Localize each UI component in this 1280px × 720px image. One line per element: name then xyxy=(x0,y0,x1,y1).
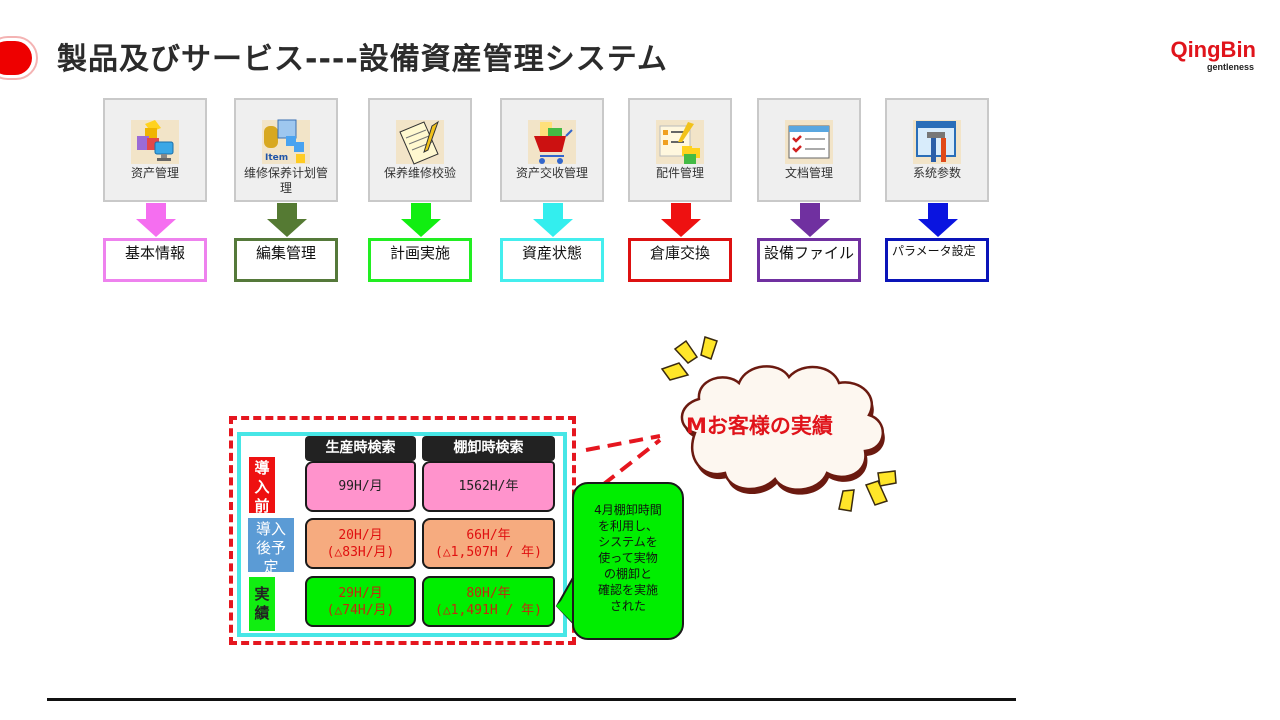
category-box: 編集管理 xyxy=(234,238,338,282)
cloud-bubble xyxy=(660,336,897,512)
footer-divider xyxy=(47,698,1016,701)
document-checklist-icon xyxy=(783,118,835,166)
module-tile[interactable]: 资产交收管理 xyxy=(500,98,604,202)
module-tile[interactable]: 资产管理 xyxy=(103,98,207,202)
result-cell: 1562H/年 xyxy=(422,461,555,512)
module-label: 系统参数 xyxy=(912,166,961,180)
down-arrow-icon xyxy=(533,203,573,237)
down-arrow-icon xyxy=(136,203,176,237)
callout-line: システムを xyxy=(598,535,658,549)
callout-line: の棚卸と xyxy=(603,567,652,581)
module-tile[interactable]: 保养维修校验 xyxy=(368,98,472,202)
callout-note: 4月棚卸時間を利用し、システムを使って実物の棚卸と確認を実施された xyxy=(572,482,684,640)
category-box: 計画実施 xyxy=(368,238,472,282)
callout-line: 4月棚卸時間 xyxy=(594,503,662,517)
row-label-line: 導 xyxy=(254,459,270,477)
svg-text:Item: Item xyxy=(265,153,288,163)
result-delta: (△74H/月) xyxy=(326,602,395,618)
row-label-line: 前 xyxy=(254,497,270,515)
page-title: 製品及びサービス----設備資産管理システム xyxy=(57,42,668,77)
callout-line: 使って実物 xyxy=(598,551,658,565)
row-label-line: 導入 xyxy=(255,520,286,538)
item-database-plan-icon: Item xyxy=(260,118,312,166)
down-arrow-icon xyxy=(401,203,441,237)
row-label: 導入前 xyxy=(249,457,275,515)
result-cell: 80H/年(△1,491H / 年) xyxy=(422,576,555,627)
category-box: 倉庫交換 xyxy=(628,238,732,282)
down-arrow-icon xyxy=(661,203,701,237)
row-label-line: 定 xyxy=(263,558,279,576)
title-marker xyxy=(0,36,38,80)
result-delta: (△1,491H / 年) xyxy=(435,602,542,618)
connector-dashed-line xyxy=(585,434,661,452)
result-cell: 66H/年(△1,507H / 年) xyxy=(422,518,555,569)
tools-window-icon xyxy=(911,118,963,166)
asset-cubes-computer-icon xyxy=(129,118,181,166)
burst-line xyxy=(864,480,889,506)
module-label: 保养维修校验 xyxy=(383,166,456,180)
callout-line: された xyxy=(609,599,646,613)
burst-line xyxy=(673,339,699,364)
company-logo: QingBin gentleness xyxy=(1156,37,1256,73)
burst-line xyxy=(838,489,855,512)
result-value: 66H/年 xyxy=(466,527,511,543)
module-tile[interactable]: 系统参数 xyxy=(885,98,989,202)
column-header-production: 生産時検索 xyxy=(305,436,416,461)
module-label: 维修保养计划管理 xyxy=(243,166,328,195)
row-label: 実績 xyxy=(249,577,275,631)
category-box: 基本情報 xyxy=(103,238,207,282)
results-table-frame xyxy=(237,432,567,637)
category-box: 設備ファイル xyxy=(757,238,861,282)
module-label: 资产管理 xyxy=(130,166,179,180)
module-label: 资产交收管理 xyxy=(515,166,588,180)
column-header-inventory: 棚卸時検索 xyxy=(422,436,555,461)
result-value: 1562H/年 xyxy=(458,479,519,494)
notepad-pencil-icon xyxy=(394,118,446,166)
row-label-line: 実 xyxy=(254,585,270,603)
row-label: 導入後予定 xyxy=(248,518,294,576)
result-value: 29H/月 xyxy=(338,585,383,601)
logo-tagline: gentleness xyxy=(1206,62,1254,72)
down-arrow-icon xyxy=(267,203,307,237)
result-cell: 20H/月(△83H/月) xyxy=(305,518,416,569)
module-tile[interactable]: 配件管理 xyxy=(628,98,732,202)
logo-name: QingBin xyxy=(1170,37,1256,62)
burst-line xyxy=(660,362,690,381)
row-label-line: 績 xyxy=(254,604,270,622)
cloud-title: Mお客様の実績 xyxy=(686,414,833,438)
callout-line: 確認を実施 xyxy=(597,583,658,597)
module-label: 文档管理 xyxy=(784,166,833,180)
down-arrow-icon xyxy=(918,203,958,237)
result-cell: 29H/月(△74H/月) xyxy=(305,576,416,627)
module-tile[interactable]: 文档管理 xyxy=(757,98,861,202)
row-label-line: 後予 xyxy=(255,539,286,557)
category-box: 資産状態 xyxy=(500,238,604,282)
result-value: 99H/月 xyxy=(338,479,383,494)
result-cell: 99H/月 xyxy=(305,461,416,512)
shopping-cart-icon xyxy=(526,118,578,166)
down-arrow-icon xyxy=(790,203,830,237)
module-label: 配件管理 xyxy=(655,166,704,180)
result-value: 80H/年 xyxy=(466,585,511,601)
result-delta: (△83H/月) xyxy=(326,544,395,560)
row-label-line: 入 xyxy=(254,478,270,496)
callout-line: を利用し、 xyxy=(597,519,658,533)
module-tile[interactable]: Item 维修保养计划管理 xyxy=(234,98,338,202)
category-box: パラメータ設定 xyxy=(885,238,989,282)
burst-line xyxy=(877,470,897,487)
result-value: 20H/月 xyxy=(338,527,383,543)
burst-line xyxy=(700,336,718,360)
result-delta: (△1,507H / 年) xyxy=(435,544,542,560)
checklist-cubes-icon xyxy=(654,118,706,166)
